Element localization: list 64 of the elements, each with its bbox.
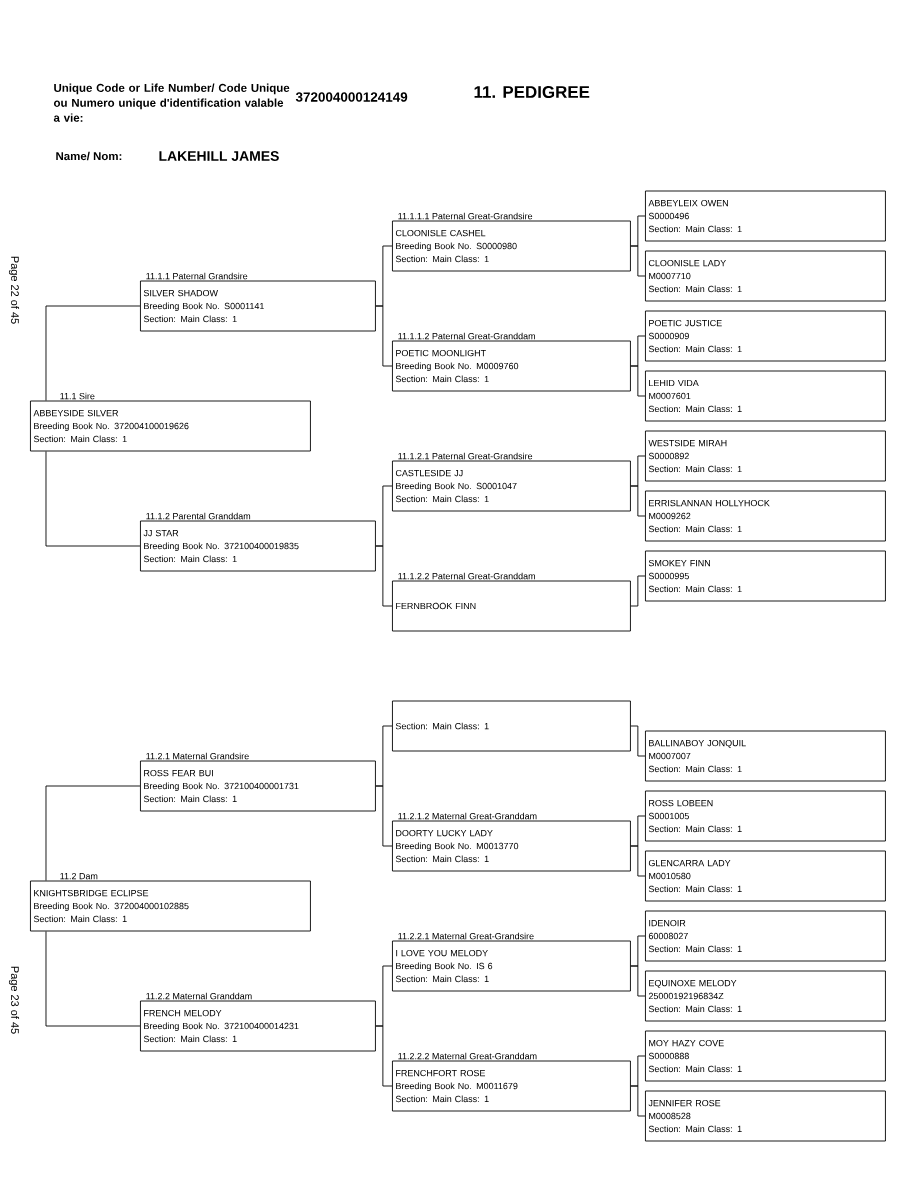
connector-line (375, 1025, 393, 1087)
pedigree-box: 11.2 Dam KNIGHTSBRIDGE ECLIPSE Breeding Book No. 372004000102885 Section: Main Class: 1 (30, 872, 311, 932)
node-label: 11.1.2 Parental Granddam (146, 512, 251, 520)
field-label: Unique Code or Life Number/ Code Unique ou Numero unique d'identification valable a vie: (53, 83, 290, 122)
pedigree-box: BALLINABOY JONQUIL M0007007 Section: Main Class: 1 (645, 730, 886, 782)
connector-line (630, 1085, 646, 1117)
connector-line (45, 451, 141, 547)
connector-line (45, 305, 141, 401)
pedigree-box: IDENOIR 60008027 Section: Main Class: 1 (645, 910, 886, 962)
animal-name: LAKEHILL JAMES (159, 151, 279, 161)
code-number: 372004000124149 (295, 92, 408, 102)
page-number: Page 22 of 45 (8, 256, 20, 324)
connector-line (630, 365, 646, 397)
pedigree-box: 11.1.2.1 Paternal Great-Grandsire CASTLESIDE JJ Breeding Book No. S0001047 Section: Main Class: 1 (392, 452, 631, 512)
pedigree-box: 11.1.2.2 Paternal Great-Granddam FERNBROOK FINN (392, 572, 631, 632)
pedigree-box: WESTSIDE MIRAH S0000892 Section: Main Class: 1 (645, 430, 886, 482)
connector-line (375, 545, 393, 607)
connector-line (630, 485, 646, 517)
pedigree-box: SMOKEY FINN S0000995 Section: Main Class: 1 (645, 550, 886, 602)
connector-line (630, 725, 646, 757)
pedigree-box: 11.2.1.2 Maternal Great-Granddam DOORTY LUCKY LADY Breeding Book No. M0013770 Section: Main Class: 1 (392, 812, 631, 872)
pedigree-box: LEHID VIDA M0007601 Section: Main Class: 1 (645, 370, 886, 422)
pedigree-box: ERRISLANNAN HOLLYHOCK M0009262 Section: Main Class: 1 (645, 490, 886, 542)
pedigree-box: 11.1.1 Paternal Grandsire SILVER SHADOW Breeding Book No. S0001141 Section: Main Class: 1 (140, 272, 376, 332)
node-label: 11.2.2.2 Maternal Great-Granddam (398, 1052, 537, 1060)
pedigree-box: EQUINOXE MELODY 25000192196834Z Section: Main Class: 1 (645, 970, 886, 1022)
pedigree-box: MOY HAZY COVE S0000888 Section: Main Class: 1 (645, 1030, 886, 1082)
pedigree-box: 11.2.2 Maternal Granddam FRENCH MELODY Breeding Book No. 372100400014231 Section: Main Class: 1 (140, 992, 376, 1052)
node-label: 11.1 Sire (60, 392, 95, 400)
pedigree-box: 11.2.2.1 Maternal Great-Grandsire I LOVE YOU MELODY Breeding Book No. IS 6 Section: Main Class: 1 (392, 932, 631, 992)
pedigree-box: 11.2.2.2 Maternal Great-Granddam FRENCHFORT ROSE Breeding Book No. M0011679 Section: Main Class: 1 (392, 1052, 631, 1112)
pedigree-box: 11.1.2 Parental Granddam JJ STAR Breeding Book No. 372100400019835 Section: Main Class: 1 (140, 512, 376, 572)
connector-line (375, 305, 393, 367)
title: 11. PEDIGREE (474, 86, 590, 98)
node-label: 11.2.1 Maternal Grandsire (146, 752, 249, 760)
pedigree-box: 11.1 Sire ABBEYSIDE SILVER Breeding Book No. 372004100019626 Section: Main Class: 1 (30, 392, 311, 452)
node-label: 11.2.2 Maternal Granddam (146, 992, 252, 1000)
pedigree-box: GLENCARRA LADY M0010580 Section: Main Class: 1 (645, 850, 886, 902)
connector-line (45, 785, 141, 881)
connector-line (630, 245, 646, 277)
connector-line (45, 931, 141, 1027)
pedigree-box: ABBEYLEIX OWEN S0000496 Section: Main Class: 1 (645, 190, 886, 242)
node-label: 11.1.1.1 Paternal Great-Grandsire (398, 212, 533, 220)
pedigree-box: JENNIFER ROSE M0008528 Section: Main Class: 1 (645, 1090, 886, 1142)
node-label: 11.1.2.1 Paternal Great-Grandsire (398, 452, 533, 460)
node-label: 11.1.1.2 Paternal Great-Granddam (398, 332, 535, 340)
pedigree-box: 11.1.1.2 Paternal Great-Granddam POETIC MOONLIGHT Breeding Book No. M0009760 Section: Main Class: 1 (392, 332, 631, 392)
node-label: 11.2.2.1 Maternal Great-Grandsire (398, 932, 534, 940)
pedigree-box: 11.1.1.1 Paternal Great-Grandsire CLOONISLE CASHEL Breeding Book No. S0000980 Section: Main Class: 1 (392, 212, 631, 272)
field-label: Name/ Nom: (56, 151, 122, 161)
page-number: Page 23 of 45 (8, 966, 20, 1034)
pedigree-box: 11.2.1 Maternal Grandsire ROSS FEAR BUI Breeding Book No. 372100400001731 Section: Main Class: 1 (140, 752, 376, 812)
connector-line (375, 785, 393, 847)
node-label: 11.2 Dam (60, 872, 98, 880)
node-label: 11.2.1.2 Maternal Great-Granddam (398, 812, 537, 820)
connector-line (630, 965, 646, 997)
node-label: 11.1.1 Paternal Grandsire (146, 272, 248, 280)
node-label: 11.1.2.2 Paternal Great-Granddam (398, 572, 535, 580)
connector-line (630, 575, 646, 607)
pedigree-box: POETIC JUSTICE S0000909 Section: Main Class: 1 (645, 310, 886, 362)
pedigree-box: CLOONISLE LADY M0007710 Section: Main Class: 1 (645, 250, 886, 302)
pedigree-box: Section: Main Class: 1 (392, 700, 631, 752)
connector-line (630, 845, 646, 877)
pedigree-box: ROSS LOBEEN S0001005 Section: Main Class: 1 (645, 790, 886, 842)
